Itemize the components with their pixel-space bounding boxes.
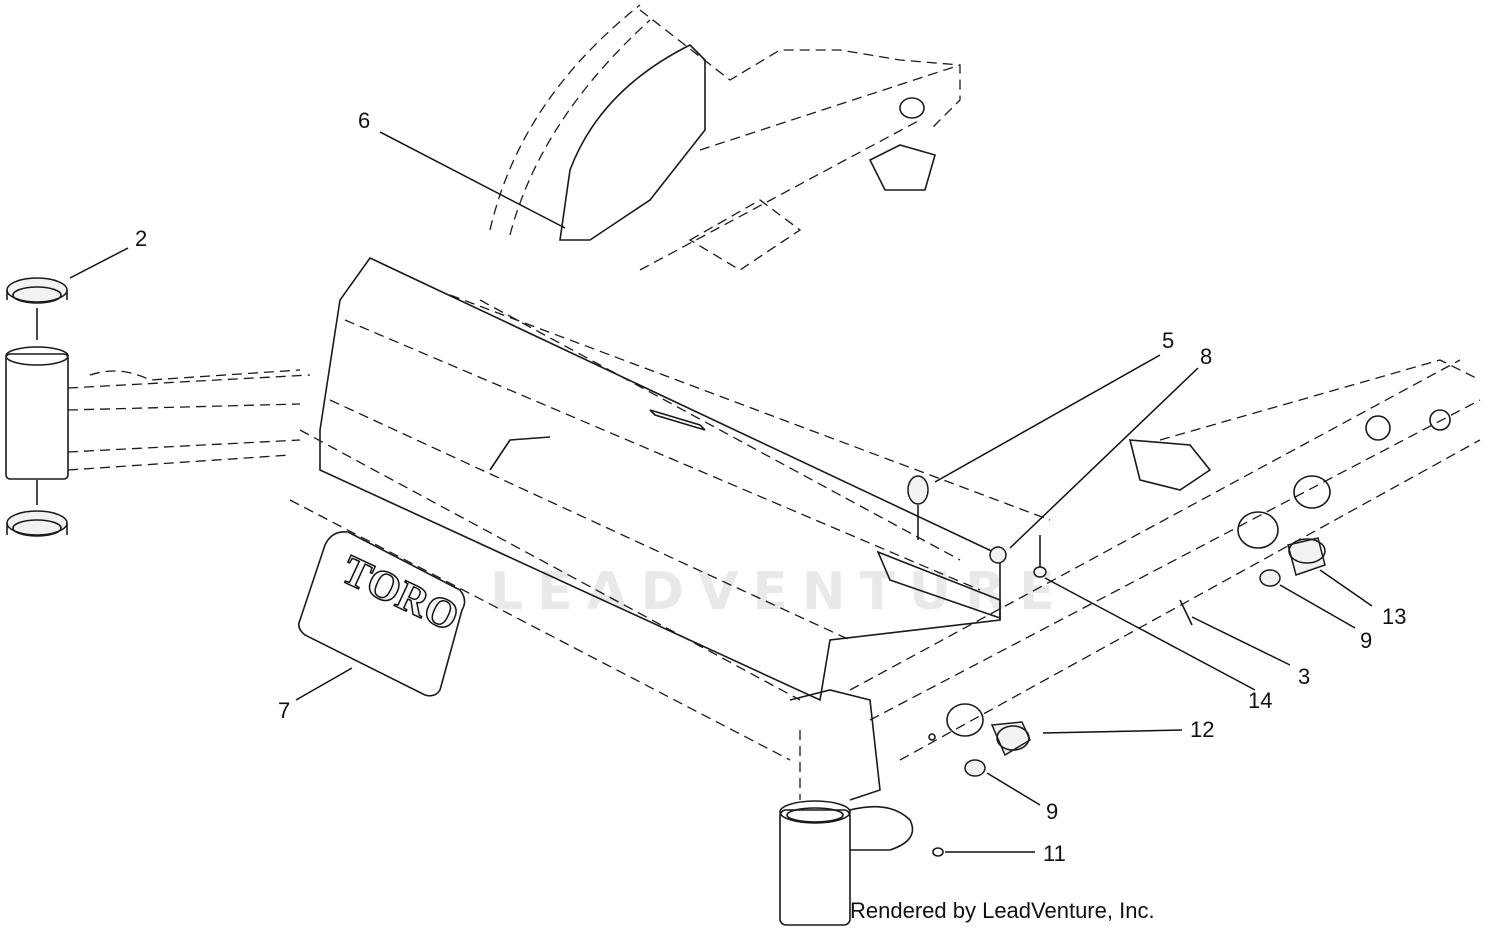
small-hardware <box>907 475 1047 578</box>
render-credit: Rendered by LeadVenture, Inc. <box>850 898 1155 923</box>
callout-3: 3 <box>1298 664 1311 689</box>
callout-7: 7 <box>278 698 291 723</box>
callout-8: 8 <box>1200 344 1213 369</box>
left-front-arm <box>67 369 311 471</box>
callout-9-upper: 9 <box>1360 628 1373 653</box>
callout-5: 5 <box>1162 328 1175 353</box>
leader-lines <box>69 131 1373 853</box>
toro-decal: TORO <box>298 436 551 697</box>
center-panel <box>319 256 1051 702</box>
callout-14: 14 <box>1248 688 1273 713</box>
callout-2: 2 <box>135 226 148 251</box>
decal-logo-text: TORO <box>335 547 466 641</box>
callout-6: 6 <box>358 108 371 133</box>
front-caster-tube <box>779 689 1031 926</box>
callout-13: 13 <box>1382 604 1407 629</box>
callout-11: 11 <box>1043 841 1066 866</box>
lower-frame <box>289 359 1481 761</box>
right-bushing-set <box>1179 537 1326 626</box>
left-caster-assembly <box>5 277 69 537</box>
height-of-cut-quadrant <box>489 4 961 271</box>
callout-12: 12 <box>1190 717 1215 742</box>
callout-9-lower: 9 <box>1046 799 1059 824</box>
